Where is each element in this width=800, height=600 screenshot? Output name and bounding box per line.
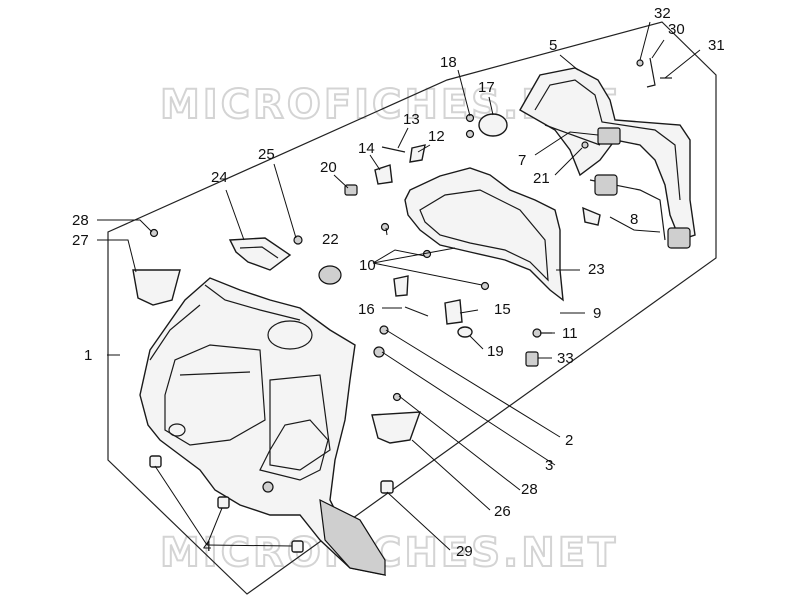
part-clip-4c [291, 540, 304, 553]
callout-10: 10 [359, 257, 376, 274]
part-screw-21 [581, 141, 589, 149]
part-inner-panel [404, 167, 564, 302]
callout-11: 11 [562, 325, 578, 342]
callout-4: 4 [203, 538, 211, 555]
part-glovebox-liner-24 [228, 237, 292, 271]
part-clip-33 [525, 351, 539, 367]
part-clip-14 [374, 164, 393, 185]
callout-21: 21 [533, 170, 550, 187]
callout-31: 31 [708, 37, 725, 54]
callout-19: 19 [487, 343, 504, 360]
part-bracket-8 [582, 206, 601, 226]
part-screw-28b [392, 392, 402, 402]
callout-32: 32 [654, 5, 671, 22]
part-bracket-15a [393, 275, 409, 297]
part-bracket-12 [409, 144, 426, 163]
part-handlebar-frame [519, 67, 696, 249]
part-bracket-15b [444, 299, 463, 325]
part-screw-10c [480, 281, 490, 291]
part-inner-shield [139, 277, 386, 576]
part-tray-27 [132, 269, 181, 306]
callout-3: 3 [545, 457, 553, 474]
part-screw-4 [262, 481, 274, 493]
callout-2: 2 [565, 432, 573, 449]
part-screw-25 [293, 235, 303, 245]
part-tray-26 [371, 411, 422, 444]
part-grommet-22 [318, 265, 342, 285]
callout-28a: 28 [72, 212, 89, 229]
part-pin-16 [404, 306, 429, 317]
callout-30: 30 [668, 21, 685, 38]
part-screw-3 [373, 346, 385, 358]
callout-12: 12 [428, 128, 445, 145]
watermark-bottom: MICROFICHES.NET [160, 530, 618, 576]
part-screw-32 [636, 59, 644, 67]
callout-16: 16 [358, 301, 375, 318]
callout-9: 9 [593, 305, 601, 322]
callout-26: 26 [494, 503, 511, 520]
callout-23: 23 [588, 261, 605, 278]
callout-8: 8 [630, 211, 638, 228]
callout-7: 7 [518, 152, 526, 169]
callout-24: 24 [211, 169, 228, 186]
callout-27: 27 [72, 232, 89, 249]
assembly-frame [107, 21, 717, 595]
leader-lines [97, 21, 701, 551]
callout-25: 25 [258, 146, 275, 163]
callout-labels: 32 30 31 5 18 17 13 12 14 20 7 21 25 24 … [72, 5, 725, 560]
callout-28b: 28 [521, 481, 538, 498]
part-pin-13 [381, 146, 406, 153]
callout-20: 20 [320, 159, 337, 176]
part-screw-10a [380, 222, 390, 232]
callout-1: 1 [84, 347, 92, 364]
callout-18: 18 [440, 54, 457, 71]
callout-14: 14 [358, 140, 375, 157]
part-screw-18b [465, 129, 475, 139]
part-clip-4b [217, 496, 230, 509]
callout-5: 5 [549, 37, 557, 54]
callout-22: 22 [322, 231, 339, 248]
part-spring-19 [457, 326, 473, 338]
part-screw-28a [149, 228, 159, 238]
callout-15: 15 [494, 301, 511, 318]
part-screw-2 [379, 325, 389, 335]
callout-13: 13 [403, 111, 420, 128]
callout-29: 29 [456, 543, 473, 560]
callout-17: 17 [478, 79, 495, 96]
callout-33: 33 [557, 350, 574, 367]
part-cap-17 [478, 113, 508, 137]
part-clip-29 [380, 480, 394, 494]
part-screw-30 [646, 57, 656, 88]
part-clip-4a [149, 455, 162, 468]
